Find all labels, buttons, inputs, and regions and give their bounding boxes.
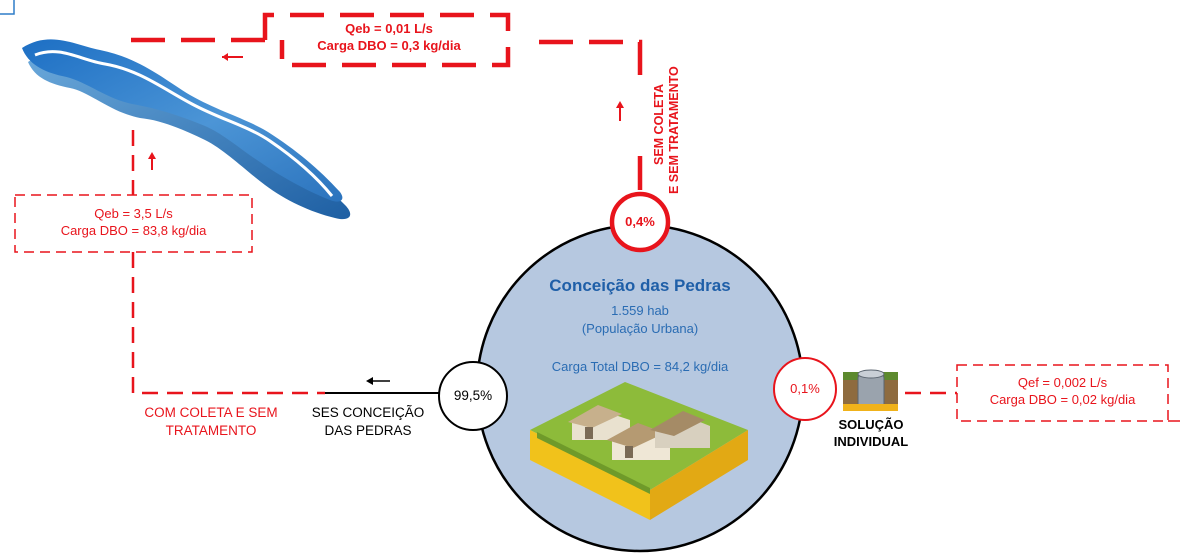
- top-flow-label: Qeb = 0,01 L/s: [345, 21, 433, 36]
- left-load-box: [14, 194, 253, 253]
- arrow-up-icon: [616, 101, 624, 121]
- left-percent-circle: [438, 361, 508, 431]
- city-total-load: Carga Total DBO = 84,2 kg/dia: [551, 359, 729, 374]
- right-load-box: [956, 364, 1169, 422]
- arrow-up-icon: [148, 152, 156, 170]
- left-load-label: Carga DBO = 83,8 kg/dia: [60, 223, 207, 238]
- left-flow-label: Qeb = 3,5 L/s: [94, 206, 173, 221]
- left-branch-label: COM COLETA E SEM TRATAMENTO: [126, 404, 296, 440]
- top-branch-path: [120, 12, 643, 190]
- left-branch-label-line1: COM COLETA E SEM: [144, 405, 278, 420]
- right-branch-label-line2: INDIVIDUAL: [833, 434, 909, 449]
- arrow-left-icon: [222, 53, 243, 61]
- top-percent-label: 0,4%: [625, 214, 655, 229]
- right-branch-label-line1: SOLUÇÃO: [838, 417, 904, 432]
- houses-icon: [530, 382, 748, 520]
- right-branch-label: SOLUÇÃO INDIVIDUAL: [815, 416, 927, 450]
- top-load-box-text: Qeb = 0,01 L/s Carga DBO = 0,3 kg/dia: [272, 20, 506, 54]
- top-load-label: Carga DBO = 0,3 kg/dia: [317, 38, 461, 53]
- arrow-left-icon: [366, 377, 390, 385]
- left-load-box-text: Qeb = 3,5 L/s Carga DBO = 83,8 kg/dia: [15, 205, 252, 239]
- top-branch-label-line1: SEM COLETA: [652, 83, 666, 165]
- river-icon: [22, 39, 351, 220]
- right-flow-label: Qef = 0,002 L/s: [1017, 375, 1108, 390]
- city-population-note: (População Urbana): [581, 321, 699, 336]
- city-population: 1.559 hab (População Urbana): [490, 302, 790, 338]
- city-population-count: 1.559 hab: [611, 303, 669, 318]
- city-name: Conceição das Pedras: [549, 276, 731, 295]
- top-branch-label-line2: E SEM TRATAMENTO: [667, 66, 681, 194]
- top-percent-circle: [609, 191, 671, 253]
- right-load-label: Carga DBO = 0,02 kg/dia: [989, 392, 1136, 407]
- ses-label-line2: DAS PEDRAS: [324, 423, 412, 438]
- left-percent-label: 99,5%: [453, 388, 493, 403]
- ses-label: SES CONCEIÇÃO DAS PEDRAS: [296, 404, 440, 440]
- left-branch-label-line2: TRATAMENTO: [165, 423, 257, 438]
- corner-frame: [0, 0, 15, 15]
- right-percent-circle: [773, 357, 837, 421]
- ses-label-line1: SES CONCEIÇÃO: [311, 405, 425, 420]
- left-branch-path: [131, 130, 325, 395]
- right-load-box-text: Qef = 0,002 L/s Carga DBO = 0,02 kg/dia: [957, 374, 1168, 408]
- septic-tank-icon: [843, 369, 898, 411]
- right-percent-label: 0,1%: [790, 381, 820, 396]
